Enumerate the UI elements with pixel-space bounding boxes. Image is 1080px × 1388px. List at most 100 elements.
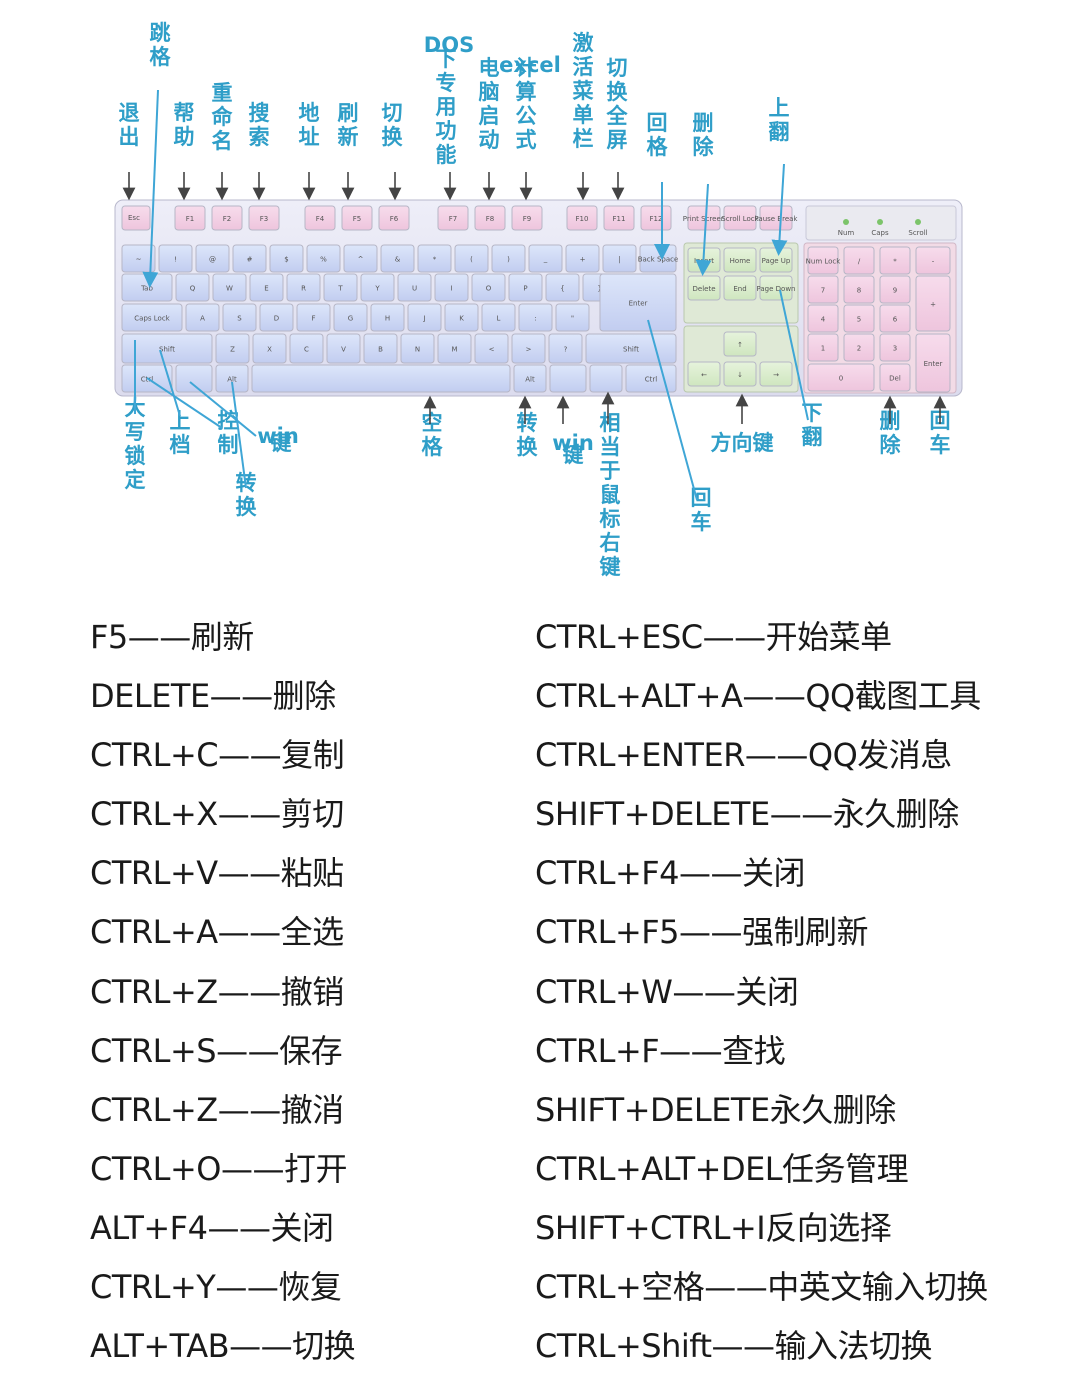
key-win-left [175, 364, 213, 393]
key-q-3: R [286, 273, 321, 302]
key-f3-cap [248, 205, 280, 231]
key-numpad-1-label: / [858, 258, 861, 266]
key-num-0-cap [121, 244, 156, 273]
key-z-8-cap [511, 333, 546, 364]
key-esc [121, 205, 151, 231]
key-f10: F10 [566, 205, 598, 231]
key-numpad-13-label: 3 [893, 345, 897, 353]
annotation-label: 激活菜单栏 [572, 31, 594, 151]
key-numpad-7: + [915, 275, 951, 332]
key-backspace-label: Back Space [638, 256, 679, 264]
key-numpad-12-cap [843, 333, 875, 362]
key-nav-4-cap [723, 275, 757, 301]
annotation-label: 相当于鼠标右键 [600, 411, 621, 579]
key-q-8-label: O [486, 285, 492, 293]
key-f8-cap [474, 205, 506, 231]
annotation-label: 回格 [647, 111, 669, 159]
key-z-0-label: Z [230, 346, 235, 354]
key-nav-5-label: Page Down [756, 285, 795, 293]
key-z-2-label: C [304, 346, 309, 354]
key-f12-label: F12 [650, 215, 663, 223]
key-a-7-label: K [459, 315, 464, 323]
key-num-12: + [565, 244, 600, 273]
key-q-1-label: W [226, 285, 233, 293]
key-space-cap [251, 364, 511, 393]
annotation-label: 回车 [691, 486, 712, 534]
key-a-10-cap [555, 303, 590, 332]
key-num-6: ^ [343, 244, 378, 273]
key-numpad-14-cap [915, 333, 951, 393]
key-q-9-cap [508, 273, 543, 302]
key-q-6-cap [397, 273, 432, 302]
key-nav-1-cap [723, 247, 757, 273]
key-numpad-2-cap [879, 246, 911, 275]
key-numpad-15-cap [807, 363, 875, 392]
key-a-9-cap [518, 303, 553, 332]
key-nav-3-label: Delete [693, 285, 716, 293]
key-q-5: Y [360, 273, 395, 302]
key-numpad-9-label: 5 [857, 316, 861, 324]
key-sys-0-label: Print Screen [683, 215, 725, 223]
key-num-7-label: & [395, 256, 401, 264]
key-q-2: E [249, 273, 284, 302]
shortcut-item: CTRL+W——关闭 [535, 972, 799, 1011]
key-numpad-7-label: + [930, 301, 936, 309]
shortcut-item: SHIFT+DELETE永久删除 [535, 1090, 896, 1129]
shortcut-item: CTRL+ALT+DEL任务管理 [535, 1149, 909, 1188]
annotation-label: 切换 [382, 101, 404, 149]
key-f4: F4 [304, 205, 336, 231]
key-q-8: O [471, 273, 506, 302]
key-alt-left-cap [215, 364, 249, 393]
annotation-label-latin: win [552, 431, 594, 455]
key-numpad-11-label: 1 [821, 345, 825, 353]
key-a-6: J [407, 303, 442, 332]
annotation-label: 重命名 [212, 81, 234, 153]
key-numpad-5-label: 8 [857, 287, 861, 295]
key-numpad-5-cap [843, 275, 875, 304]
key-num-4-cap [269, 244, 304, 273]
key-numpad-4-label: 7 [821, 287, 825, 295]
shortcut-item: CTRL+Shift——输入法切换 [535, 1327, 933, 1366]
shortcut-item: CTRL+ESC——开始菜单 [535, 618, 892, 656]
annotation-label: 跳格 [150, 21, 172, 69]
key-num-7: & [380, 244, 415, 273]
key-f9-label: F9 [523, 215, 531, 223]
key-ctrl-left-label: Ctrl [141, 376, 154, 384]
key-arrow-1: ← [687, 361, 721, 387]
key-num-0-label: ~ [136, 256, 142, 264]
key-a-3-cap [296, 303, 331, 332]
annotation-label: 计算公式 [516, 56, 537, 152]
key-f2-cap [211, 205, 243, 231]
key-win-right [549, 364, 587, 393]
key-q-0-label: Q [190, 285, 196, 293]
key-a-3-label: F [311, 315, 315, 323]
key-q-4-cap [323, 273, 358, 302]
shortcut-item: CTRL+X——剪切 [90, 795, 344, 834]
key-capslock: Caps Lock [121, 303, 183, 332]
key-capslock-label: Caps Lock [134, 315, 170, 323]
annotation-label-latin: excel [499, 53, 561, 77]
key-f12: F12 [640, 205, 672, 231]
shortcut-item: CTRL+Z——撤消 [90, 1090, 344, 1129]
key-f6-cap [378, 205, 410, 231]
key-sys-0: Print Screen [683, 205, 725, 231]
key-enter-cap [599, 273, 677, 332]
key-a-1-label: S [237, 315, 242, 323]
key-numpad-15-label: 0 [839, 375, 843, 383]
key-num-2: @ [195, 244, 230, 273]
key-z-8-label: > [526, 346, 532, 354]
key-ctrl-right-cap [625, 364, 677, 393]
key-z-1-label: X [267, 346, 272, 354]
key-a-6-cap [407, 303, 442, 332]
key-arrow-0: ↑ [723, 331, 757, 357]
key-nav-4-label: End [733, 285, 746, 293]
key-f3-label: F3 [260, 215, 268, 223]
key-arrow-2: ↓ [723, 361, 757, 387]
key-num-8-label: * [433, 256, 437, 264]
key-f5: F5 [341, 205, 373, 231]
key-sys-1-cap [723, 205, 757, 231]
key-z-6-label: M [451, 346, 457, 354]
